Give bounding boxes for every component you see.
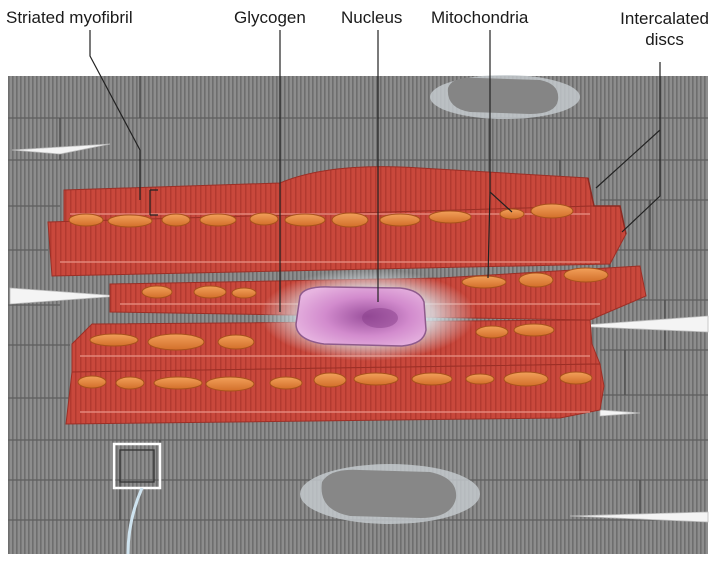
mitochondrion	[270, 377, 302, 389]
mitochondrion	[504, 372, 548, 386]
label-striated-myofibril: Striated myofibril	[6, 8, 133, 28]
mitochondrion	[116, 377, 144, 389]
mitochondrion	[466, 374, 494, 384]
mitochondrion	[500, 209, 524, 219]
mitochondrion	[142, 286, 172, 298]
mitochondrion	[148, 334, 204, 350]
mitochondrion	[200, 214, 236, 226]
mitochondrion	[462, 276, 506, 288]
mitochondrion	[218, 335, 254, 349]
label-intercalated-discs-line2: discs	[620, 29, 709, 50]
mitochondrion	[564, 268, 608, 282]
mitochondrion	[154, 377, 202, 389]
neighbor-nucleus	[300, 464, 480, 524]
mitochondrion	[194, 286, 226, 298]
mitochondrion	[206, 377, 254, 391]
mitochondrion	[162, 214, 190, 226]
mitochondrion	[78, 376, 106, 388]
mitochondrion	[380, 214, 420, 226]
mitochondrion	[531, 204, 573, 218]
mitochondrion	[560, 372, 592, 384]
label-mitochondria: Mitochondria	[431, 8, 528, 28]
mitochondrion	[412, 373, 452, 385]
mitochondrion	[108, 215, 152, 227]
label-nucleus: Nucleus	[341, 8, 402, 28]
label-intercalated-discs-line1: Intercalated	[620, 8, 709, 29]
label-glycogen: Glycogen	[234, 8, 306, 28]
mitochondrion	[90, 334, 138, 346]
mitochondrion	[250, 213, 278, 225]
nucleus-shape	[296, 287, 426, 346]
mitochondrion	[232, 288, 256, 298]
mitochondrion	[354, 373, 398, 385]
mitochondrion	[69, 214, 103, 226]
mitochondrion	[285, 214, 325, 226]
mitochondrion	[429, 211, 471, 223]
label-intercalated-discs: Intercalated discs	[620, 8, 709, 50]
neighbor-nucleus	[430, 75, 580, 119]
mitochondrion	[332, 213, 368, 227]
mitochondrion	[476, 326, 508, 338]
mitochondrion	[519, 273, 553, 287]
mitochondrion	[314, 373, 346, 387]
mitochondrion	[514, 324, 554, 336]
